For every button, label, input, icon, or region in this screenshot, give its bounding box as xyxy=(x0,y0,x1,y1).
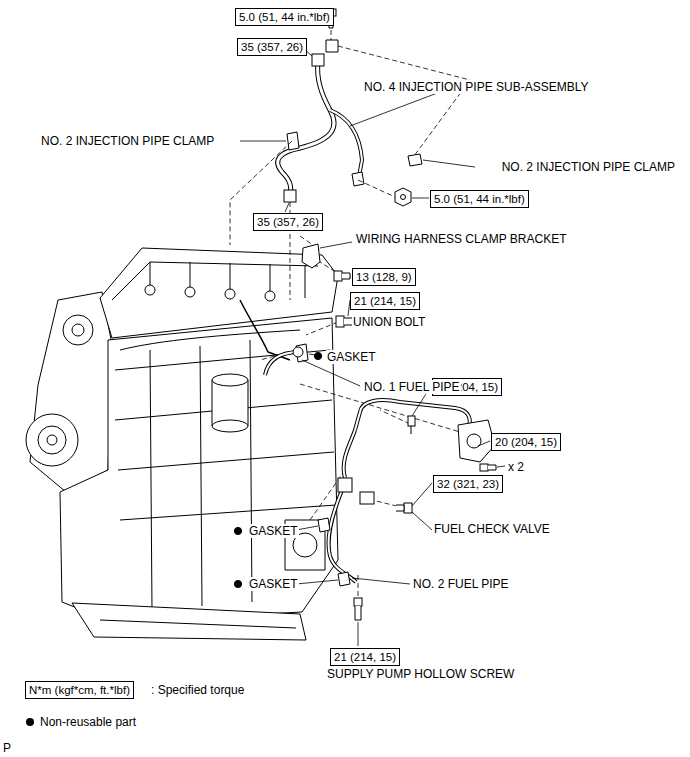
torque-value: 35 (357, 26) xyxy=(257,216,319,228)
part-label: FUEL CHECK VALVE xyxy=(433,522,551,536)
part-label: x 2 xyxy=(507,460,525,474)
torque-value: 21 (214, 15) xyxy=(334,651,396,663)
part-label: NO. 2 FUEL PIPE xyxy=(412,577,510,591)
torque-legend-box: N*m (kgf*cm, ft.*lbf) xyxy=(25,681,134,699)
part-label: NO. 4 INJECTION PIPE SUB-ASSEMBLY xyxy=(363,80,590,94)
torque-box: 5.0 (51, 44 in.*lbf) xyxy=(235,8,334,26)
torque-box: 21 (214, 15) xyxy=(350,292,420,310)
torque-box: 35 (357, 26) xyxy=(237,38,307,56)
torque-value: 21 (214, 15) xyxy=(354,295,416,307)
torque-box: 21 (214, 15) xyxy=(330,648,400,666)
torque-value: 5.0 (51, 44 in.*lbf) xyxy=(434,193,525,205)
part-label: P xyxy=(2,741,12,755)
part-label: GASKET xyxy=(326,350,377,364)
torque-value: 20 (204, 15) xyxy=(495,436,557,448)
torque-value: N*m (kgf*cm, ft.*lbf) xyxy=(29,684,130,696)
part-label: SUPPLY PUMP HOLLOW SCREW xyxy=(326,667,515,681)
part-label: GASKET xyxy=(248,524,299,538)
part-label: GASKET xyxy=(248,577,299,591)
torque-value: 32 (321, 23) xyxy=(437,478,499,490)
legend-text: Non-reusable part xyxy=(40,715,136,729)
part-label: WIRING HARNESS CLAMP BRACKET xyxy=(355,232,567,246)
part-label: NO. 1 FUEL PIPE xyxy=(363,380,461,394)
torque-value: 5.0 (51, 44 in.*lbf) xyxy=(239,11,330,23)
legend-item: Non-reusable part xyxy=(40,715,136,729)
torque-value: 35 (357, 26) xyxy=(241,41,303,53)
legend-dot xyxy=(26,718,34,726)
torque-box: 20 (204, 15) xyxy=(491,433,561,451)
torque-box: 35 (357, 26) xyxy=(253,213,323,231)
part-label: UNION BOLT xyxy=(352,315,426,329)
torque-box: 5.0 (51, 44 in.*lbf) xyxy=(430,190,529,208)
torque-value: 13 (128, 9) xyxy=(356,271,412,283)
torque-box: 13 (128, 9) xyxy=(352,268,416,286)
torque-box: 32 (321, 23) xyxy=(433,475,503,493)
part-label: NO. 2 INJECTION PIPE CLAMP xyxy=(40,134,215,148)
part-label: NO. 2 INJECTION PIPE CLAMP xyxy=(501,160,676,174)
part-label: : Specified torque xyxy=(150,683,245,697)
